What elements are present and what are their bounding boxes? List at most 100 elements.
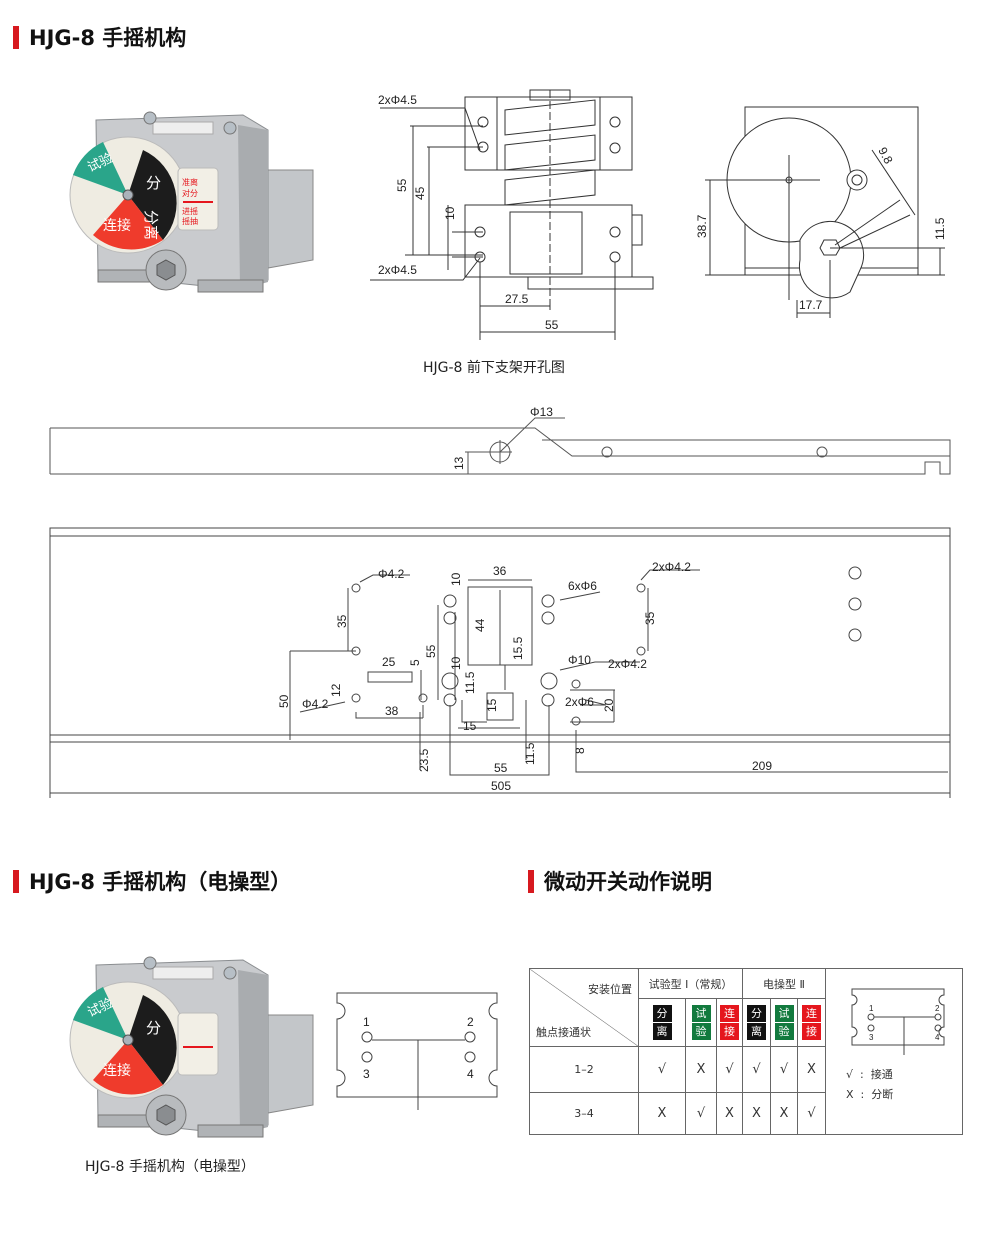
dim: 6xΦ6 — [568, 579, 597, 593]
accent-bar — [13, 869, 19, 893]
dim: 55 — [494, 761, 508, 775]
dim: 2xΦ6 — [565, 695, 594, 709]
group-header-test: 试验型 Ⅰ（常规） — [638, 968, 743, 999]
corner-bottom-label: 触点接通状 — [536, 1026, 591, 1039]
bracket-side-view — [705, 106, 945, 318]
dim: 5 — [408, 659, 422, 666]
dim: 20 — [602, 698, 616, 712]
tab-line: 进摇 — [182, 206, 198, 216]
dial-label-separate-1: 分 — [146, 175, 161, 192]
product-photo: 试验 分 分离 连接 准离 对分 进摇 摇抽 — [68, 111, 315, 293]
dial-label-connect: 连接 — [103, 1062, 131, 1078]
contact-label: 3 — [363, 1067, 370, 1081]
position-chip-cell: 试验 — [770, 998, 798, 1047]
dim-h10: 10 — [443, 206, 457, 220]
section-header-electric: HJG-8 手摇机构（电操型） — [13, 866, 291, 896]
dial-label-connect: 连接 — [103, 217, 131, 233]
dim: 50 — [277, 694, 291, 708]
dim: 15 — [485, 698, 499, 712]
dim-rail-offset: 13 — [452, 456, 466, 470]
dim: 23.5 — [417, 748, 431, 772]
state-cell: X — [770, 1092, 798, 1135]
contact-label: 1 — [363, 1015, 370, 1029]
product-photo-electric: 试验 分 连接 — [68, 956, 315, 1138]
section-header-microswitch: 微动开关动作说明 — [528, 866, 712, 896]
corner-cell: 安装位置 触点接通状 — [529, 968, 639, 1047]
dim: Φ10 — [568, 653, 591, 667]
dim-17-7: 17.7 — [799, 298, 823, 312]
accent-bar — [528, 869, 534, 893]
dim: 10 — [449, 572, 463, 586]
state-cell: X — [742, 1092, 771, 1135]
dim: 44 — [473, 618, 487, 632]
contact-label: 3 — [869, 1033, 874, 1042]
dim: 10 — [449, 656, 463, 670]
dim: 209 — [752, 759, 772, 773]
dim: 2xΦ4.2 — [652, 560, 691, 574]
legend-cell: 1 2 3 4 √ : 接通 X : 分断 — [825, 968, 963, 1135]
contact-label: 2 — [935, 1004, 940, 1013]
bracket-caption: HJG-8 前下支架开孔图 — [423, 359, 565, 376]
dim: 35 — [643, 611, 657, 625]
switch-action-table: 安装位置 触点接通状 试验型 Ⅰ（常规） 电操型 Ⅱ 1 2 3 4 √ : 接… — [529, 968, 963, 1135]
dim-h45: 45 — [413, 186, 427, 200]
contact-label: 4 — [467, 1067, 474, 1081]
switch-diagram — [336, 992, 498, 1110]
dim-11-5: 11.5 — [933, 217, 947, 240]
position-chip-cell: 试验 — [685, 998, 717, 1047]
dim: 8 — [573, 747, 587, 754]
contact-label: 2 — [467, 1015, 474, 1029]
position-chip: 连接 — [720, 1004, 739, 1041]
position-chip: 试验 — [691, 1004, 711, 1041]
tab-line: 摇抽 — [182, 216, 198, 226]
state-cell: √ — [770, 1046, 798, 1093]
legend-switch-diagram: 1 2 3 4 — [851, 988, 945, 1055]
state-cell: √ — [638, 1046, 686, 1093]
state-cell: √ — [716, 1046, 743, 1093]
dim: 11.5 — [463, 671, 477, 694]
accent-bar — [13, 25, 19, 49]
section-title: 微动开关动作说明 — [544, 870, 712, 894]
dim-h55: 55 — [395, 178, 409, 192]
dim: 2xΦ4.2 — [608, 657, 647, 671]
position-chip: 连接 — [802, 1004, 821, 1041]
legend-on: √ : 接通 — [846, 1068, 893, 1081]
state-cell: √ — [742, 1046, 771, 1093]
dim: 505 — [491, 779, 511, 793]
dial-label-separate-1: 分 — [146, 1020, 161, 1037]
row-label: 1–2 — [529, 1046, 639, 1093]
state-cell: X — [638, 1092, 686, 1135]
position-chip: 分离 — [747, 1004, 766, 1041]
position-chip-cell: 连接 — [716, 998, 743, 1047]
bracket-front-view — [370, 89, 654, 340]
contact-label: 1 — [869, 1004, 874, 1013]
dial-label-separate: 分离 — [142, 210, 159, 240]
dim: 36 — [493, 564, 507, 578]
contact-label: 4 — [935, 1033, 940, 1042]
dim: Φ4.2 — [378, 567, 405, 581]
mounting-plate — [49, 527, 951, 798]
position-chip-cell: 分离 — [742, 998, 771, 1047]
electric-caption: HJG-8 手摇机构（电操型） — [85, 1159, 255, 1175]
state-cell: X — [797, 1046, 826, 1093]
section-title: HJG-8 手摇机构 — [29, 26, 187, 50]
state-cell: X — [685, 1046, 717, 1093]
dim: 35 — [335, 614, 349, 628]
dim: Φ4.2 — [302, 697, 329, 711]
state-cell: √ — [797, 1092, 826, 1135]
dim-hole-bottom: 2xΦ4.5 — [378, 263, 417, 277]
dim-w27-5: 27.5 — [505, 292, 529, 306]
section-title: HJG-8 手摇机构（电操型） — [29, 870, 292, 894]
dim-w55: 55 — [545, 318, 559, 332]
tab-line: 对分 — [182, 188, 198, 198]
dim: 15 — [463, 719, 477, 733]
rail-profile — [49, 417, 951, 475]
position-chip: 试验 — [774, 1004, 794, 1041]
tab-line: 准离 — [182, 177, 198, 187]
dim: 25 — [382, 655, 396, 669]
dim: 12 — [329, 683, 343, 697]
dim: 38 — [385, 704, 399, 718]
position-chip-cell: 分离 — [638, 998, 686, 1047]
